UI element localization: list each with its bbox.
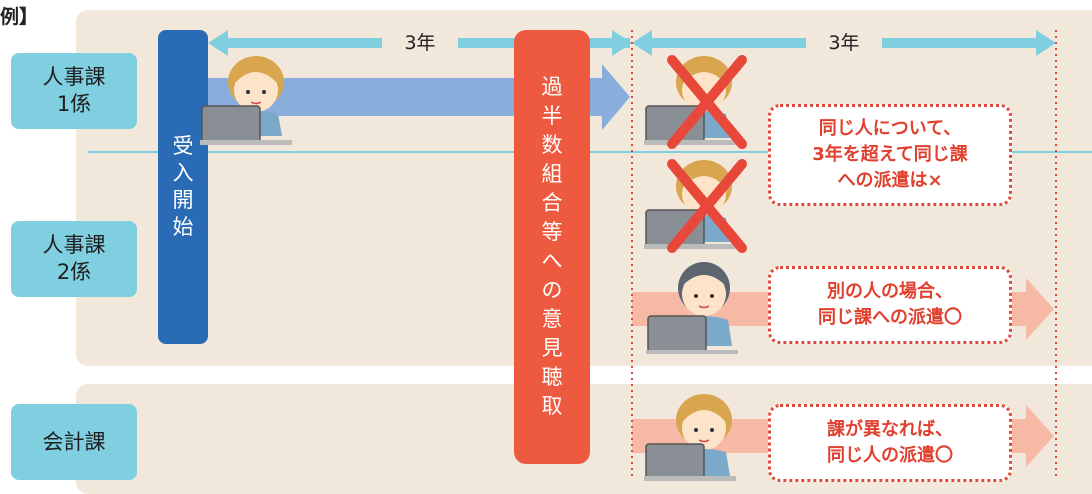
note-line: 同じ人について、 [818, 118, 962, 139]
consult-char: 等 [541, 220, 563, 244]
consult-char: 半 [541, 104, 563, 128]
dept-accounting: 会計課 [11, 404, 137, 480]
corner-label: 例】 [0, 6, 39, 28]
worker-woman-icon [644, 55, 747, 149]
note-line: 同じ課への派遣〇 [818, 307, 962, 328]
dept-section: 1係 [56, 92, 92, 116]
section-divider [88, 151, 1092, 153]
note-line: 同じ人の派遣〇 [827, 445, 953, 466]
worker-woman-icon [644, 394, 736, 481]
laptop-icon [646, 315, 738, 354]
note-line: 3年を超えて同じ課 [812, 144, 968, 165]
consult-char: 取 [541, 394, 563, 418]
consult-char: 合 [541, 191, 563, 215]
laptop-icon [200, 105, 292, 145]
start-char: 受 [172, 134, 194, 158]
consult-char: 組 [541, 162, 563, 186]
dept-name: 人事課 [42, 233, 106, 257]
start-char: 入 [172, 161, 194, 185]
cross-icon [667, 55, 747, 149]
dept-name: 会計課 [42, 429, 106, 454]
consult-char: へ [541, 249, 563, 273]
laptop-icon [644, 443, 736, 481]
period-label-2: 3年 [806, 30, 882, 56]
consult-char: 聴 [541, 365, 563, 389]
consultation-bar: 過 半 数 組 合 等 へ の 意 見 聴 取 [514, 30, 590, 464]
worker-woman-icon [200, 56, 292, 145]
start-char: 始 [172, 215, 194, 239]
note-same-person-over-3-years: 同じ人について、 3年を超えて同じ課 への派遣は× [768, 104, 1012, 206]
dept-name: 人事課 [42, 65, 106, 89]
dept-personnel-2: 人事課 2係 [11, 221, 137, 297]
period-label-1: 3年 [382, 30, 458, 56]
note-different-person: 別の人の場合、 同じ課への派遣〇 [768, 266, 1012, 344]
worker-woman-icon [644, 159, 747, 253]
consult-char: の [541, 278, 563, 302]
consult-char: 意 [541, 307, 563, 331]
note-line: 別の人の場合、 [827, 281, 953, 302]
note-line: への派遣は× [837, 170, 943, 191]
consult-char: 数 [541, 133, 563, 157]
start-char: 開 [172, 188, 194, 212]
consult-char: 過 [541, 75, 563, 99]
note-line: 課が異なれば、 [827, 419, 953, 440]
cross-icon [667, 159, 747, 253]
worker-man-icon [646, 262, 738, 354]
dept-personnel-1: 人事課 1係 [11, 53, 137, 129]
consult-char: 見 [541, 336, 563, 360]
dept-section: 2係 [56, 260, 92, 284]
note-different-department: 課が異なれば、 同じ人の派遣〇 [768, 404, 1012, 482]
start-bar: 受 入 開 始 [158, 30, 208, 344]
